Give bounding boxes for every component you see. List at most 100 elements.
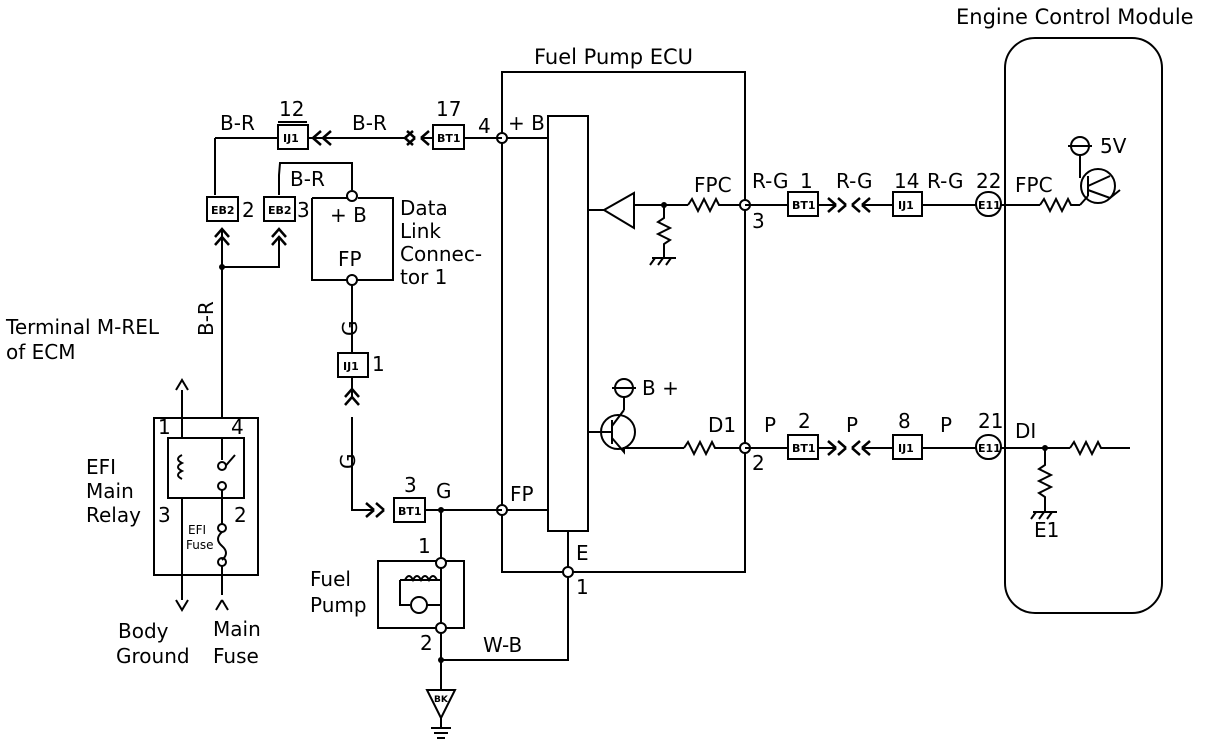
- relay-pin-2: 2: [234, 503, 247, 527]
- g-wire-segments: [351, 285, 502, 563]
- connector-ij1-di: [892, 434, 923, 460]
- relay-pin-3: 3: [158, 503, 171, 527]
- connector-bt1-br-label: BT1: [437, 132, 461, 145]
- dlc-pin-b: + B: [330, 203, 367, 227]
- relay-name-1: EFI: [86, 455, 116, 479]
- bk-ground-symbol: [431, 718, 451, 739]
- connector-ij1-g-label: IJ1: [343, 360, 359, 373]
- connector-ij1-g: [337, 352, 369, 378]
- label-ecu-b: + B: [508, 111, 545, 135]
- wire-label-br-3: B-R: [290, 167, 325, 191]
- ecu-internal-ic: [547, 115, 589, 532]
- dlc-name-1: Data: [400, 196, 448, 220]
- dlc-terminal-fp: [346, 274, 358, 286]
- pin-bt1-br: 17: [436, 97, 461, 121]
- ecu-d1-resistor: [683, 439, 745, 457]
- g-pin-symbol-horizontal: [365, 502, 385, 518]
- efi-fuse-label-1: EFI: [188, 523, 206, 537]
- fuel-pump-ecu: Fuel Pump ECU + B 4 FPC B + D1 FP E 1 3: [478, 45, 765, 599]
- connector-bt1-br: [432, 124, 465, 150]
- wire-label-rg-3: R-G: [927, 169, 964, 193]
- br-pin-connector-symbol: [312, 130, 430, 146]
- wire-label-wb: W-B: [483, 633, 522, 657]
- dlc-name-4: tor 1: [400, 265, 447, 289]
- di-signal-line: BT1 IJ1 E11 P 2 P 8 P 21: [745, 409, 1005, 460]
- data-link-connector-1: + B FP Data Link Connec- tor 1: [311, 190, 482, 289]
- fuel-pump-ecu-body: [501, 71, 746, 573]
- dlc-pin-fp: FP: [338, 247, 362, 271]
- g-pin-symbol-vertical: [344, 387, 360, 406]
- relay-inner-box: [167, 437, 245, 499]
- ecm-e1-resistor: [1036, 448, 1054, 512]
- ecm-e1-ground: [1030, 511, 1057, 520]
- label-e1: E1: [1034, 518, 1059, 542]
- connector-ij1-br-label: IJ1: [283, 132, 299, 145]
- efi-fuse-label-2: Fuse: [186, 538, 214, 552]
- pin-bt1-di: 2: [798, 409, 811, 433]
- terminal-mrel-1: Terminal M-REL: [5, 315, 160, 339]
- arrow-ground-fuse: [175, 599, 229, 612]
- fuel-pump: 1 2 Fuel Pump: [310, 534, 465, 655]
- main-fuse-1: Main: [213, 617, 261, 641]
- fpc-pin-connector-symbol: [827, 197, 871, 213]
- connector-e11-di-label: E11: [978, 442, 1001, 455]
- fuel-pump-motor: [410, 596, 428, 614]
- body-ground-2: Ground: [116, 644, 190, 668]
- pin-ij1-g: 1: [372, 352, 385, 376]
- pin-ecu-b: 4: [478, 114, 491, 138]
- ecu-fpc-resistor: [687, 196, 745, 214]
- fuel-pump-pin-2: 2: [420, 631, 433, 655]
- wb-junction-node: [438, 657, 444, 663]
- relay-fuse-bottom: [217, 557, 227, 567]
- connector-bt1-di-label: BT1: [792, 442, 816, 455]
- connector-eb2-right-label: EB2: [268, 204, 292, 217]
- eb2-pin-symbols: [214, 227, 287, 246]
- wire-label-p-1: P: [764, 413, 776, 437]
- label-fpc-ecm: FPC: [1015, 173, 1053, 197]
- label-fp: FP: [510, 482, 534, 506]
- ecu-fpc-comparator: [602, 191, 635, 230]
- connector-e11-fpc: [975, 191, 1002, 217]
- connector-bt1-di: [787, 434, 819, 460]
- pin-ecu-e: 1: [576, 575, 589, 599]
- g-junction-node: [438, 507, 444, 513]
- wire-label-br-vert: B-R: [194, 301, 218, 336]
- wire-label-rg-1: R-G: [752, 169, 789, 193]
- pin-e11-di: 21: [978, 409, 1003, 433]
- pin-eb2-left: 2: [242, 198, 255, 222]
- bk-ground-label: BK: [434, 695, 449, 705]
- ecu-ground-symbol: [649, 257, 676, 266]
- label-b-plus: B +: [642, 376, 679, 400]
- connector-ij1-br: [277, 124, 309, 150]
- ecm-body: [1004, 37, 1163, 614]
- pin-bt1-fpc: 1: [800, 169, 813, 193]
- fpc-signal-line: BT1 IJ1 E11 R-G 1 R-G 14 R-G 22: [745, 169, 1005, 217]
- relay-pin-4: 4: [231, 415, 244, 439]
- arrow-up-terminal: [175, 378, 189, 391]
- fuel-pump-coil: [404, 575, 438, 583]
- relay-name-2: Main: [86, 479, 134, 503]
- fuel-pump-pin-1: 1: [418, 534, 431, 558]
- br-junction-node: [219, 264, 225, 270]
- pin-eb2-right: 3: [297, 198, 310, 222]
- relay-wires: [181, 390, 223, 600]
- label-fpc-ecu: FPC: [694, 173, 732, 197]
- fuel-pump-terminal-1: [435, 557, 447, 569]
- efi-fuse-symbol: [217, 531, 227, 561]
- connector-bt1-g: [393, 497, 426, 523]
- relay-pin-1: 1: [158, 415, 171, 439]
- connector-bt1-g-label: BT1: [398, 505, 422, 518]
- relay-fuse-top: [217, 523, 227, 533]
- pin-ij1-di: 8: [898, 409, 911, 433]
- fuel-pump-name-2: Pump: [310, 593, 367, 617]
- wire-label-g-2: G: [336, 454, 360, 470]
- ecu-pulldown-resistor: [655, 205, 673, 258]
- ecm-fpc-resistor: [1039, 196, 1080, 214]
- ecm-title: Engine Control Module: [956, 5, 1194, 29]
- body-ground-1: Body: [118, 619, 169, 643]
- pin-e11-fpc: 22: [976, 169, 1001, 193]
- dlc-name-2: Link: [400, 219, 441, 243]
- label-di: DI: [1015, 419, 1036, 443]
- wire-label-g-3: G: [436, 479, 452, 503]
